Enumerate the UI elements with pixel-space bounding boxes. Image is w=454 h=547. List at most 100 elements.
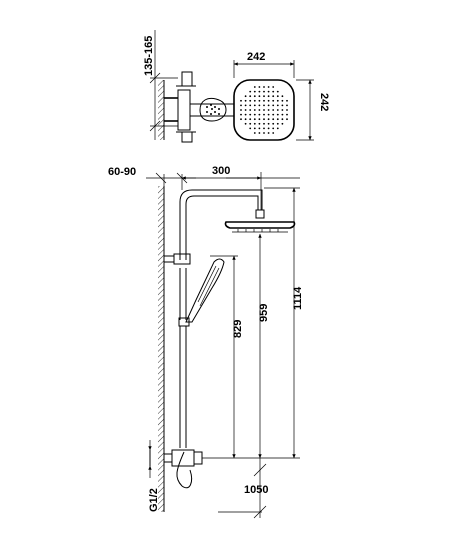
nozzle-dot: [258, 113, 261, 116]
nozzle-dot: [258, 99, 261, 102]
nozzle-dot: [258, 118, 261, 121]
dim-label-top-depth: 135-165: [143, 36, 155, 76]
nozzle-dot: [263, 104, 265, 107]
nozzle-dot: [253, 104, 256, 107]
nozzle-dot: [240, 99, 242, 102]
inlet-thread-dimension: G1/2: [148, 440, 160, 512]
arm-reach-dimension: 300: [181, 165, 262, 210]
nozzle-dot: [281, 109, 284, 111]
nozzle-dot: [263, 90, 265, 93]
nozzle-dot: [281, 113, 284, 116]
nozzle-dot: [272, 90, 275, 93]
nozzle-dot: [244, 109, 247, 111]
hand-shower-top: [199, 97, 227, 122]
nozzle-dot: [286, 104, 288, 107]
dim-label-wall-offset: 60-90: [108, 166, 136, 178]
nozzle-dot: [276, 95, 279, 98]
dim-label-overall-height: 1114: [292, 286, 304, 310]
nozzle-dot: [267, 86, 270, 88]
riser-pipe: [179, 189, 263, 320]
nozzle-dot: [267, 109, 270, 111]
nozzle-dot: [272, 109, 275, 111]
nozzle-dot: [263, 127, 265, 130]
nozzle-dot: [272, 113, 275, 116]
nozzle-dot: [281, 118, 284, 121]
nozzle-dot: [258, 95, 261, 98]
nozzle-dot: [263, 109, 265, 111]
dim-label-hand-shower-height: 829: [232, 320, 244, 338]
nozzle-dot: [249, 113, 252, 116]
nozzle-dot: [244, 113, 247, 116]
nozzle-dot: [258, 122, 261, 125]
nozzle-dot: [272, 122, 275, 125]
nozzle-dot: [258, 104, 261, 107]
nozzle-dot: [258, 109, 261, 111]
head-shower-top: [233, 79, 295, 141]
head-depth-dimension: 242: [296, 79, 330, 141]
nozzle-dot: [267, 95, 270, 98]
nozzle-dot: [286, 118, 288, 121]
wall-bracket: [163, 253, 191, 265]
head-width-dimension: 242: [233, 51, 295, 78]
nozzle-dot: [244, 118, 247, 121]
nozzle-dot: [249, 90, 252, 93]
wall-hatch-front: [158, 186, 164, 512]
nozzle-dot: [276, 118, 279, 121]
nozzle-dot: [240, 104, 242, 107]
nozzle-dot: [263, 99, 265, 102]
nozzle-dot: [253, 99, 256, 102]
nozzle-dot: [249, 109, 252, 111]
wall-hatch-top: [158, 80, 164, 140]
nozzle-dot: [258, 86, 261, 88]
nozzle-dot: [249, 127, 252, 130]
nozzle-dot: [267, 90, 270, 93]
nozzle-dot: [272, 127, 275, 130]
nozzle-dot: [272, 104, 275, 107]
nozzle-dot: [244, 104, 247, 107]
head-nozzles: [240, 86, 288, 134]
nozzle-dot: [281, 122, 284, 125]
nozzle-dot: [267, 113, 270, 116]
nozzle-dot: [249, 104, 252, 107]
shower-hose: [176, 451, 193, 489]
nozzle-dot: [253, 95, 256, 98]
nozzle-dot: [276, 127, 279, 130]
nozzle-dot: [263, 95, 265, 98]
nozzle-dot: [249, 95, 252, 98]
nozzle-dot: [267, 118, 270, 121]
nozzle-dot: [263, 86, 265, 88]
nozzle-dot: [281, 95, 284, 98]
nozzle-dot: [267, 104, 270, 107]
nozzle-dot: [249, 122, 252, 125]
nozzle-dot: [272, 95, 275, 98]
mounting-height-dimension: 1050: [218, 458, 268, 519]
nozzle-dot: [253, 118, 256, 121]
nozzle-dot: [276, 104, 279, 107]
nozzle-dot: [276, 109, 279, 111]
hand-shower-height-dimension: 829: [232, 255, 244, 459]
nozzle-dot: [258, 90, 261, 93]
nozzle-dot: [267, 127, 270, 130]
nozzle-dot: [267, 132, 270, 134]
dim-label-mounting-height: 1050: [244, 484, 268, 496]
nozzle-dot: [253, 127, 256, 130]
nozzle-dot: [286, 113, 288, 116]
nozzle-dot: [258, 132, 261, 134]
depth-dimension: 135-165: [143, 30, 178, 140]
nozzle-dot: [286, 109, 288, 111]
nozzle-dot: [272, 118, 275, 121]
nozzle-dot: [272, 86, 275, 88]
head-shower-side: [224, 209, 296, 233]
mixer-valve-front: [149, 449, 203, 467]
nozzle-dot: [240, 118, 242, 121]
nozzle-dot: [276, 113, 279, 116]
nozzle-dot: [240, 113, 242, 116]
nozzle-dot: [249, 99, 252, 102]
dim-label-arm-reach: 300: [212, 165, 230, 177]
nozzle-dot: [244, 122, 247, 125]
nozzle-dot: [276, 99, 279, 102]
hand-shower: [178, 258, 225, 448]
nozzle-dot: [276, 122, 279, 125]
